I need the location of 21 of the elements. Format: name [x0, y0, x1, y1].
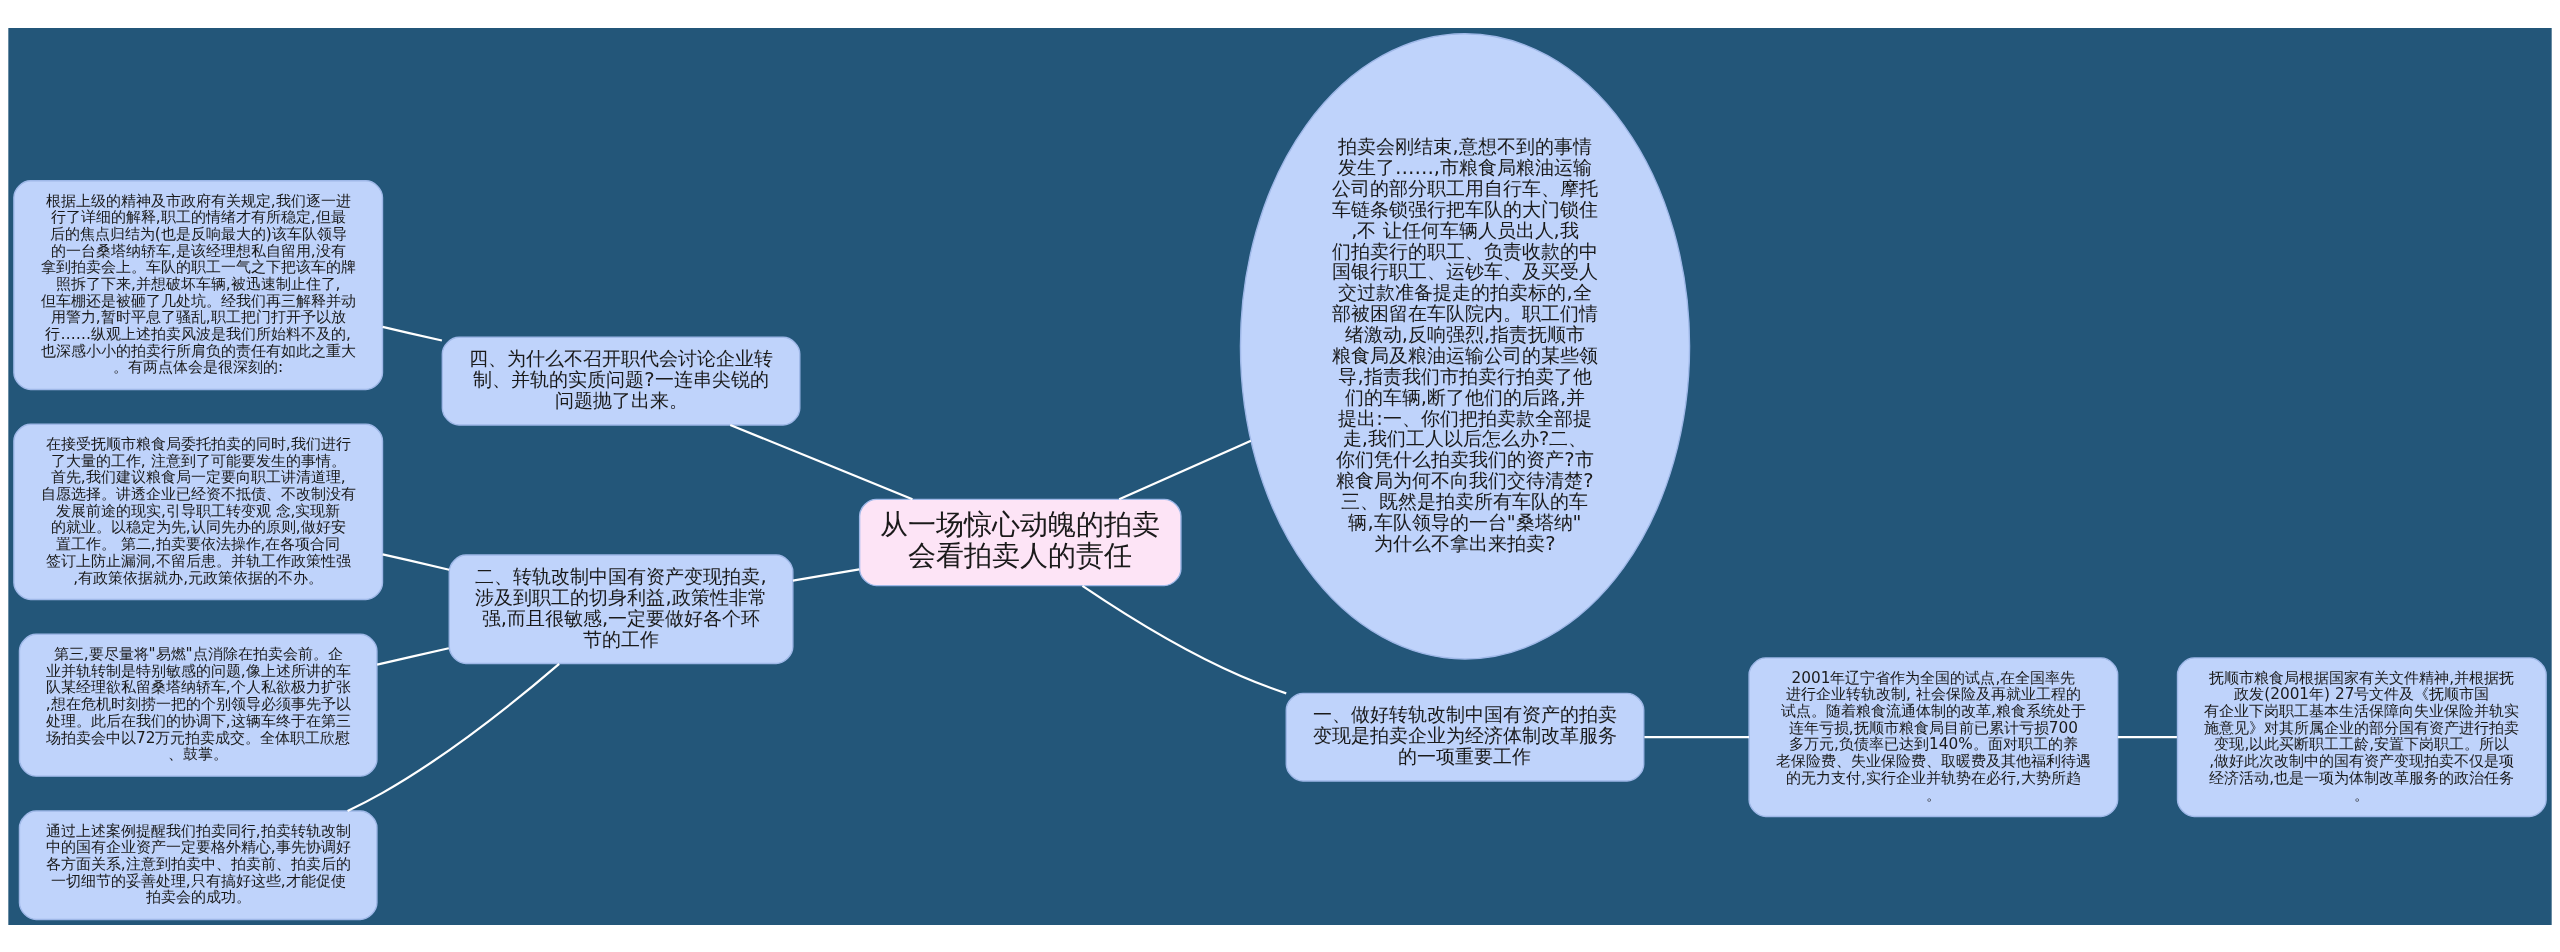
connector	[376, 646, 450, 666]
node-box: 四、为什么不召开职代会讨论企业转制、并轨的实质问题?一连串尖锐的问题抛了出来。	[441, 336, 801, 426]
node-box: 通过上述案例提醒我们拍卖同行,拍卖转轨改制中的国有企业资产一定要格外精心,事先协调好各方面关系,注意到拍卖中、拍卖前、拍卖后的一切细节的妥善处理,只有搞好这些,才能促使拍卖会的成功。	[18, 809, 378, 920]
node-box: 在接受抚顺市粮食局委托拍卖的同时,我们进行了大量的工作, 注意到了可能要发生的事情。首先,我们建议粮食局一定要向职工讲清道理,自愿选择。讲透企业已经资不抵债、不改制没有发展前途的现实,引导职工转变观 念,实现新的就业。以稳定为先,认同先办的原则,做好安置工作。 第二,拍卖要依法操作,在各项合同签订上防止漏洞,不留后患。并轨工作政策性强,有政策依据就办,元政策依据的不办。	[13, 423, 384, 600]
connector	[792, 567, 860, 582]
connector	[729, 423, 913, 500]
connector	[1644, 735, 1750, 738]
node-box: 一、做好转轨改制中国有资产的拍卖变现是拍卖企业为经济体制改革服务的一项重要工作	[1285, 692, 1645, 782]
node-box: 抚顺市粮食局根据国家有关文件精神,并根据抚政发(2001年) 27号文件及《抚顺市国有企业下岗职工基本生活保障向失业保险并轨实施意见》对其所属企业的部分国有资产进行拍卖变现,以此买断职工工龄,安置下岗职工。所以,做好此次改制中的国有资产变现拍卖不仅是项经济活动,也是一项为体制改革服务的政治任务。	[2176, 656, 2547, 817]
connector	[382, 552, 450, 571]
connector	[2117, 735, 2177, 738]
node-box: 从一场惊心动魄的拍卖会看拍卖人的责任	[858, 498, 1182, 586]
connector	[382, 325, 443, 342]
connector	[347, 662, 560, 812]
node-box: 二、转轨改制中国有资产变现拍卖,涉及到职工的切身利益,政策性非常强,而且很敏感,一定要做好各个环节的工作	[448, 553, 794, 664]
node-box: 第三,要尽量将"易燃"点消除在拍卖会前。企业并轨转制是特别敏感的问题,像上述所讲的车队某经理欲私留桑塔纳轿车,个人私欲极力扩张,想在危机时刻捞一把的个别领导必须事先予以处理。此后在我们的协调下,这辆车终于在第三场拍卖会中以72万元拍卖成交。全体职工欣慰、鼓掌。	[18, 633, 378, 777]
connector	[1081, 584, 1287, 694]
connector	[1118, 439, 1252, 500]
node-box: 2001年辽宁省作为全国的试点,在全国率先进行企业转轨改制, 社会保险及再就业工程的试点。随着粮食流通体制的改革,粮食系统处于连年亏损,抚顺市粮食局目前已累计亏损700多万元,负债率已达到140%。面对职工的养老保险费、失业保险费、取暖费及其他福利待遇的无力支付,实行企业并轨势在必行,大势所趋。	[1748, 656, 2119, 817]
node-ellipse: 拍卖会刚结束,意想不到的事情发生了……,市粮食局粮油运输公司的部分职工用自行车、摩托车链条锁强行把车队的大门锁住,不 让任何车辆人员出人,我们拍卖行的职工、负责收款的中国银行职工、运钞车、及买受人交过款准备提走的拍卖标的,全部被困留在车队院内。职工们情绪激动,反响强烈,指责抚顺市粮食局及粮油运输公司的某些领导,指责我们市拍卖行拍卖了他们的车辆,断了他们的后路,并提出:一、你们把拍卖款全部提走,我们工人以后怎么办?二、你们凭什么拍卖我们的资产?市粮食局为何不向我们交待清楚? 三、既然是拍卖所有车队的车辆,车队领导的一台"桑塔纳"为什么不拿出来拍卖?	[1239, 32, 1691, 660]
node-box: 根据上级的精神及市政府有关规定,我们逐一进行了详细的解释,职工的情绪才有所稳定,但最后的焦点归结为(也是反响最大的)该车队领导的一台桑塔纳轿车,是该经理想私自留用,没有拿到拍卖会上。车队的职工一气之下把该车的牌照拆了下来,并想破坏车辆,被迅速制止住了,但车棚还是被砸了几处坑。经我们再三解释并动用警力,暂时平息了骚乱,职工把门打开予以放行……纵观上述拍卖风波是我们所始料不及的,也深感小小的拍卖行所肩负的责任有如此之重大。有两点体会是很深刻的:	[13, 179, 384, 390]
